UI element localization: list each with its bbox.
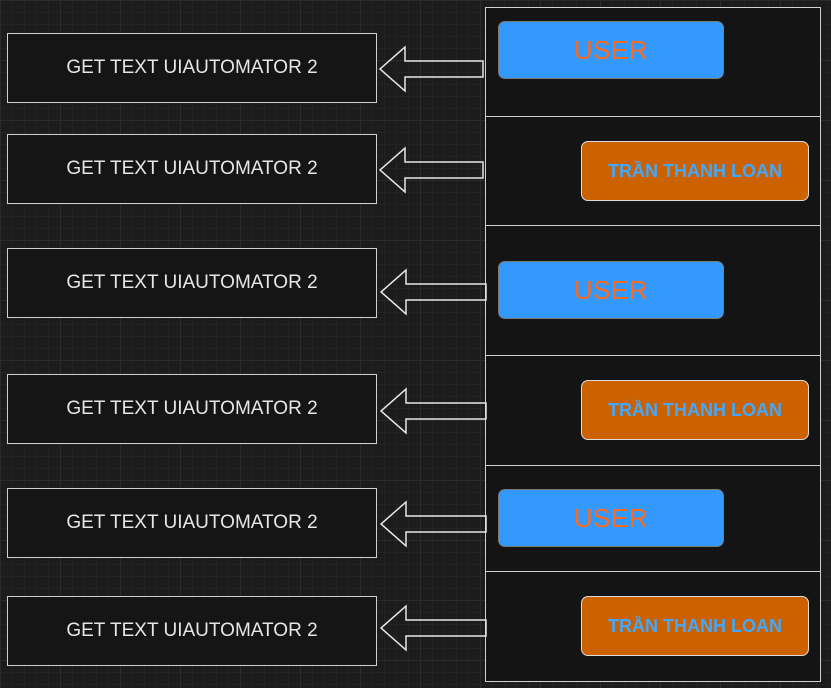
get-text-label: GET TEXT UIAUTOMATOR 2: [66, 158, 318, 179]
get-text-label: GET TEXT UIAUTOMATOR 2: [66, 272, 318, 293]
user-button-1[interactable]: USER: [498, 21, 724, 79]
get-text-box-5[interactable]: GET TEXT UIAUTOMATOR 2: [7, 488, 377, 558]
get-text-label: GET TEXT UIAUTOMATOR 2: [66, 398, 318, 419]
name-button-2[interactable]: TRẦN THANH LOAN: [581, 380, 809, 440]
get-text-box-1[interactable]: GET TEXT UIAUTOMATOR 2: [7, 33, 377, 103]
arrow-left-icon: [379, 268, 487, 316]
get-text-box-6[interactable]: GET TEXT UIAUTOMATOR 2: [7, 596, 377, 666]
arrow-left-icon: [379, 500, 487, 548]
user-button-label: USER: [573, 274, 649, 305]
screen-panel: [485, 7, 821, 682]
arrow-left-icon: [379, 604, 487, 652]
name-button-label: TRẦN THANH LOAN: [608, 160, 782, 181]
get-text-box-2[interactable]: GET TEXT UIAUTOMATOR 2: [7, 134, 377, 204]
name-button-3[interactable]: TRẦN THANH LOAN: [581, 596, 809, 656]
get-text-label: GET TEXT UIAUTOMATOR 2: [66, 620, 318, 641]
get-text-box-4[interactable]: GET TEXT UIAUTOMATOR 2: [7, 374, 377, 444]
section-divider: [486, 116, 820, 117]
section-divider: [486, 465, 820, 466]
get-text-box-3[interactable]: GET TEXT UIAUTOMATOR 2: [7, 248, 377, 318]
arrow-left-icon: [378, 146, 484, 194]
section-divider: [486, 225, 820, 226]
get-text-label: GET TEXT UIAUTOMATOR 2: [66, 512, 318, 533]
arrow-left-icon: [378, 45, 484, 93]
name-button-label: TRẦN THANH LOAN: [608, 615, 782, 636]
get-text-label: GET TEXT UIAUTOMATOR 2: [66, 57, 318, 78]
user-button-label: USER: [573, 34, 649, 65]
user-button-label: USER: [573, 502, 649, 533]
section-divider: [486, 571, 820, 572]
name-button-1[interactable]: TRẦN THANH LOAN: [581, 141, 809, 201]
user-button-2[interactable]: USER: [498, 261, 724, 319]
section-divider: [486, 355, 820, 356]
arrow-left-icon: [379, 387, 487, 435]
name-button-label: TRẦN THANH LOAN: [608, 399, 782, 420]
user-button-3[interactable]: USER: [498, 489, 724, 547]
